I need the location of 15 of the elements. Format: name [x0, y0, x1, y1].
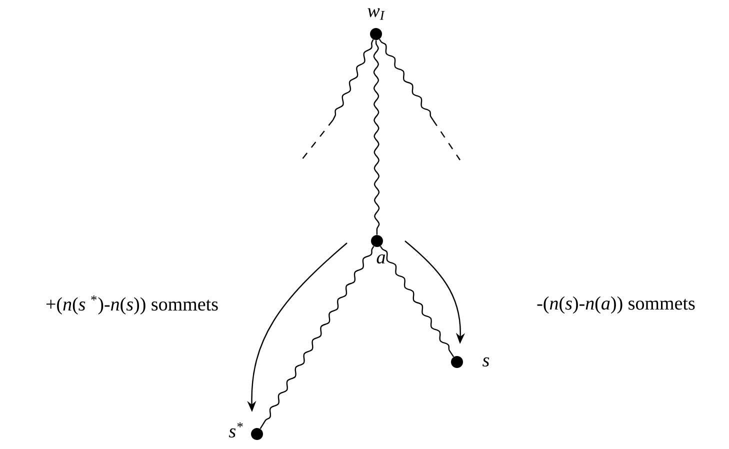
wavy-path: [380, 246, 454, 358]
wavy-path: [373, 40, 380, 235]
count-label: -(n(s)-n(a)) sommets: [537, 296, 695, 314]
vertex-dot: [371, 235, 383, 247]
vertex-label: s: [482, 357, 490, 367]
count-label: +(n(s $^{*}$)-n(s)) sommets: [46, 295, 218, 314]
vertex-dot: [251, 428, 263, 440]
wavy-path: [260, 246, 374, 430]
vertex-dot: [451, 356, 463, 368]
vertex-label: w$_{I}$: [368, 8, 385, 20]
vertex-dot: [370, 28, 382, 40]
vertex-label: s$^{*}$: [228, 422, 243, 438]
wavy-path: [378, 38, 434, 120]
wavy-path: [332, 39, 374, 120]
vertex-label: a: [376, 254, 386, 264]
